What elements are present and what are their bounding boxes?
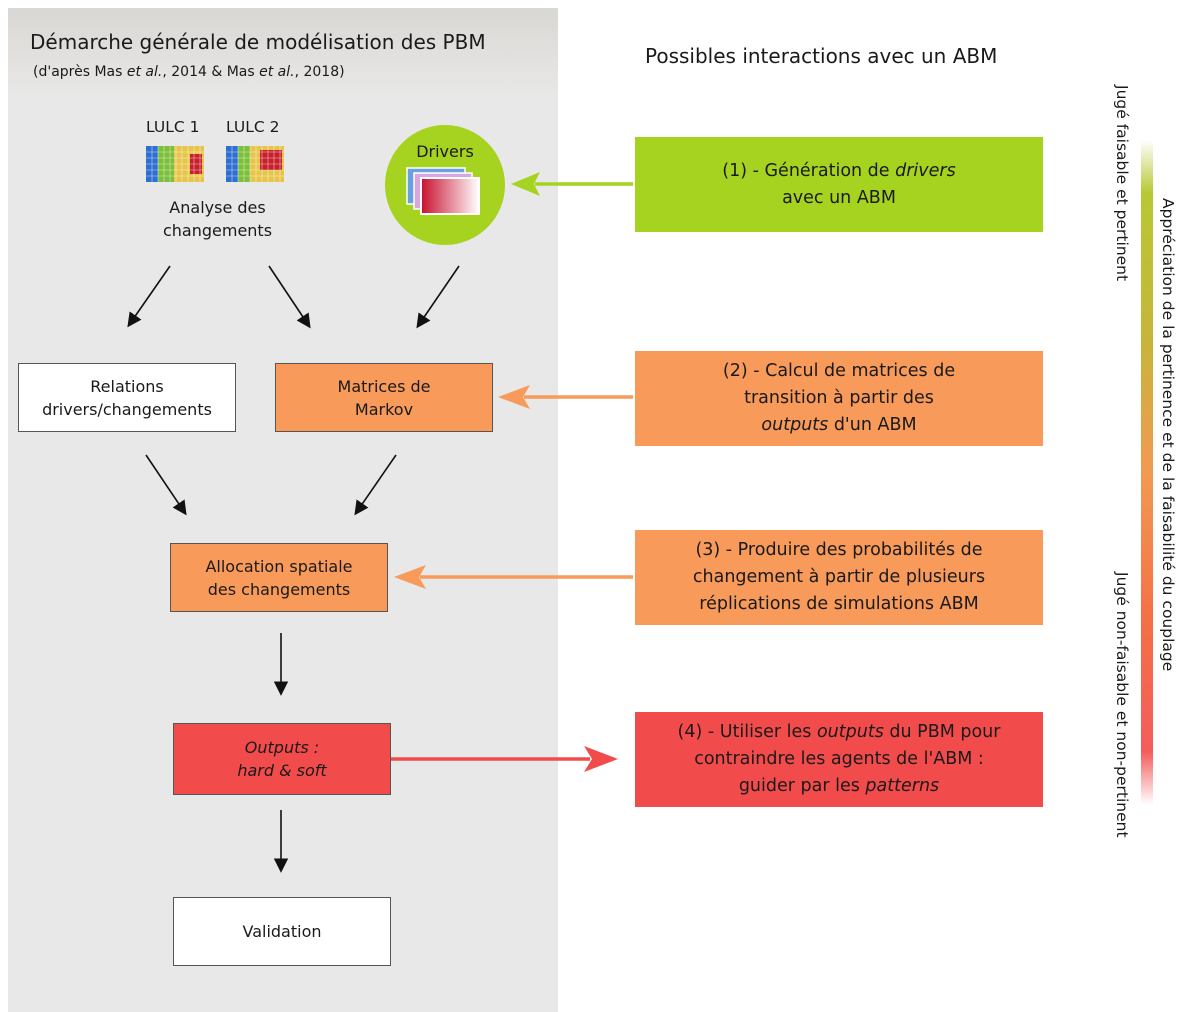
drivers-label: Drivers	[416, 142, 474, 161]
scale-top-label: Jugé faisable et pertinent	[1113, 85, 1131, 282]
arrow-drivers-to-markov	[416, 265, 460, 329]
lulc2-label: LULC 2	[226, 118, 280, 136]
outputs-box: Outputs :hard & soft	[173, 723, 391, 795]
arrow-relations-to-allocation	[145, 454, 187, 516]
scale-bottom-label: Jugé non-faisable et non-pertinent	[1113, 572, 1131, 838]
diagram-subtitle: (d'après Mas et al., 2014 & Mas et al., …	[33, 64, 345, 80]
arrow-interaction-3-head	[394, 565, 426, 589]
arrow-analyse-to-relations	[127, 265, 171, 328]
validation-box: Validation	[173, 897, 391, 966]
left-header	[8, 8, 558, 98]
arrow-interaction-4-head	[584, 746, 618, 772]
diagram-title: Démarche générale de modélisation des PB…	[30, 30, 486, 54]
lulc1-map-icon	[146, 146, 204, 182]
scale-axis-label: Appréciation de la pertinence et de la f…	[1159, 198, 1177, 672]
interactions-title: Possibles interactions avec un ABM	[645, 44, 998, 68]
lulc1-label: LULC 1	[146, 118, 200, 136]
arrow-markov-to-allocation	[354, 454, 397, 516]
lulc2-map-icon	[226, 146, 284, 182]
arrow-interaction-2-head	[498, 385, 530, 409]
arrow-interaction-1-head	[511, 172, 540, 196]
arrow-analyse-to-markov	[268, 265, 311, 329]
appreciation-gradient-bar	[1141, 140, 1153, 805]
drivers-layers-icon	[406, 167, 480, 215]
